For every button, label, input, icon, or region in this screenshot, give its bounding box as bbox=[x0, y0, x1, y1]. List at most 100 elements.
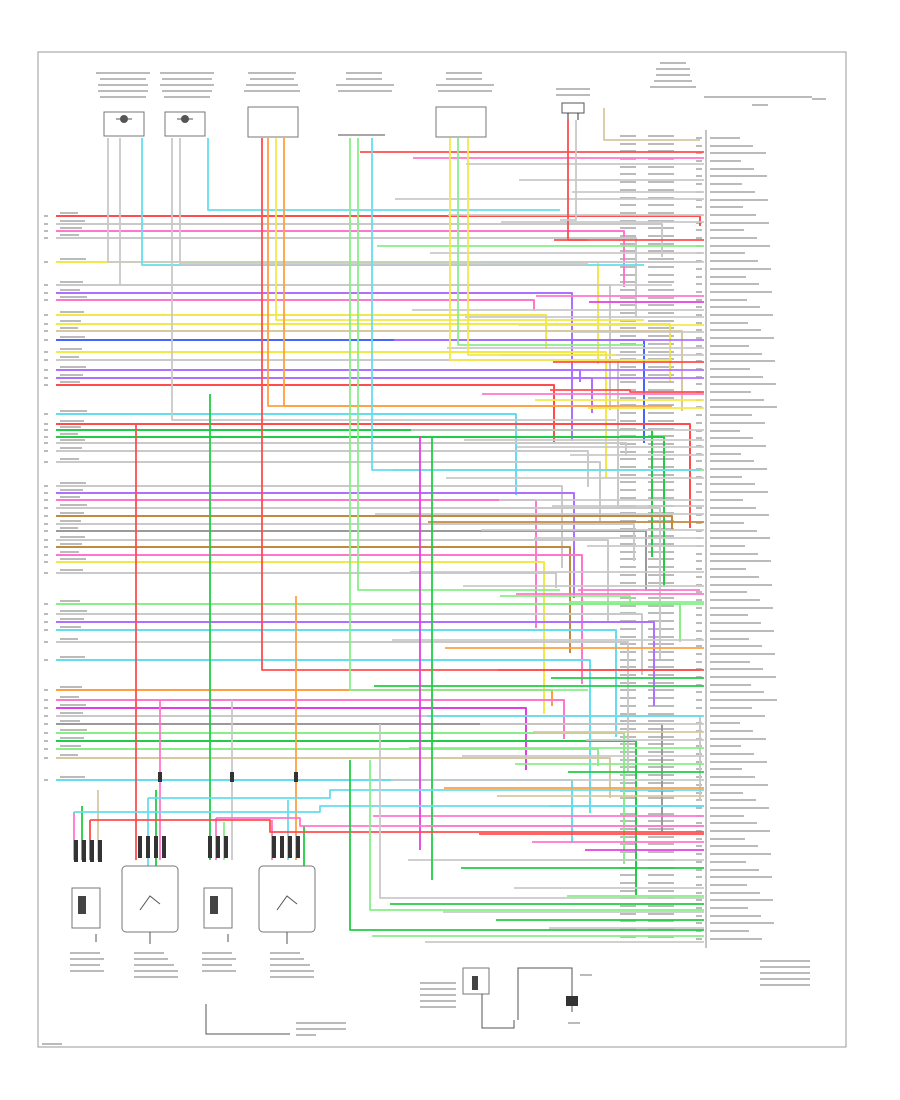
pin-label bbox=[710, 268, 771, 270]
diagram-frame bbox=[37, 51, 847, 1048]
wire-code bbox=[620, 774, 636, 776]
pin-label bbox=[710, 453, 741, 455]
pin-label bbox=[710, 437, 753, 439]
pin-label bbox=[710, 160, 741, 162]
wire bbox=[283, 138, 616, 407]
wire bbox=[119, 138, 672, 286]
wire-code bbox=[620, 782, 636, 784]
wire-code bbox=[620, 381, 636, 383]
connector-pin bbox=[162, 836, 166, 858]
pin-number bbox=[696, 699, 702, 701]
wire-code bbox=[620, 212, 636, 214]
wire-code bbox=[620, 289, 636, 291]
pin-label bbox=[710, 845, 758, 847]
connector-pin bbox=[74, 840, 78, 862]
pin-number bbox=[696, 930, 702, 932]
wire-tag bbox=[60, 439, 85, 441]
pin-number bbox=[696, 491, 702, 493]
wire bbox=[349, 760, 704, 931]
wire bbox=[457, 138, 644, 346]
pin-number bbox=[696, 445, 702, 447]
connector-pin bbox=[98, 840, 102, 862]
wire-tag bbox=[60, 327, 78, 329]
wire-code bbox=[620, 636, 636, 638]
pin-tag bbox=[44, 530, 48, 532]
wire bbox=[56, 629, 617, 737]
pin-label bbox=[710, 183, 742, 185]
pin-tag bbox=[44, 723, 48, 725]
wire bbox=[56, 292, 573, 441]
wire-code bbox=[620, 551, 636, 553]
pin-tag bbox=[44, 485, 48, 487]
wire bbox=[56, 369, 581, 382]
pin-label bbox=[710, 229, 744, 231]
pin-label bbox=[710, 537, 770, 539]
wire-color-code bbox=[648, 289, 674, 291]
pin-label bbox=[710, 553, 758, 555]
wire bbox=[56, 539, 609, 623]
pin-number bbox=[696, 938, 702, 940]
wire-color-code bbox=[648, 150, 674, 152]
pin-label bbox=[710, 938, 762, 940]
pin-tag bbox=[44, 748, 48, 750]
pin-label bbox=[710, 399, 764, 401]
pin-label bbox=[710, 591, 747, 593]
component-captions bbox=[96, 62, 826, 106]
wire bbox=[467, 138, 616, 356]
left-wire-tags bbox=[44, 212, 87, 781]
pin-label bbox=[710, 191, 755, 193]
wire-color-code bbox=[648, 412, 674, 414]
pin-label bbox=[710, 668, 763, 670]
pin-number bbox=[696, 614, 702, 616]
connector-pin bbox=[90, 840, 94, 862]
wire-tag bbox=[60, 320, 81, 322]
pin-tag bbox=[44, 377, 48, 379]
pin-number bbox=[696, 430, 702, 432]
wire bbox=[56, 523, 635, 561]
wire bbox=[56, 554, 583, 684]
wire-color-code bbox=[648, 197, 674, 199]
wire-color-code bbox=[648, 720, 674, 722]
pin-number bbox=[696, 468, 702, 470]
wire-code bbox=[620, 366, 636, 368]
wire-code bbox=[620, 374, 636, 376]
connector-pin bbox=[296, 836, 300, 858]
pin-label bbox=[710, 576, 759, 578]
wire-color-code bbox=[648, 928, 674, 930]
pin-tag bbox=[44, 450, 48, 452]
pin-label bbox=[710, 329, 761, 331]
pin-label bbox=[710, 383, 776, 385]
pin-label bbox=[710, 922, 774, 924]
pin-number bbox=[696, 306, 702, 308]
pin-tag bbox=[44, 330, 48, 332]
wire-tag bbox=[60, 458, 79, 460]
wire bbox=[267, 138, 672, 407]
pin-tag bbox=[44, 629, 48, 631]
wire-color-code bbox=[648, 143, 674, 145]
wire-code bbox=[620, 235, 636, 237]
pin-tag bbox=[44, 707, 48, 709]
pin-number bbox=[696, 414, 702, 416]
wire-code bbox=[620, 158, 636, 160]
pin-number bbox=[696, 645, 702, 647]
pin-label bbox=[710, 545, 745, 547]
wire-code bbox=[620, 351, 636, 353]
wire bbox=[56, 757, 611, 798]
pin-label bbox=[710, 491, 768, 493]
splice bbox=[230, 772, 234, 782]
pin-tag bbox=[44, 499, 48, 501]
wire-code bbox=[620, 397, 636, 399]
pin-label bbox=[710, 483, 755, 485]
wire bbox=[500, 595, 704, 605]
pin-tag bbox=[44, 461, 48, 463]
wire-code bbox=[620, 274, 636, 276]
wire-color-code bbox=[648, 905, 674, 907]
pin-number bbox=[696, 830, 702, 832]
pin-number bbox=[696, 884, 702, 886]
pin-tag bbox=[44, 641, 48, 643]
pin-label bbox=[710, 514, 769, 516]
pin-number bbox=[696, 568, 702, 570]
pin-label bbox=[710, 376, 763, 378]
wire-code bbox=[620, 173, 636, 175]
pin-number bbox=[696, 460, 702, 462]
